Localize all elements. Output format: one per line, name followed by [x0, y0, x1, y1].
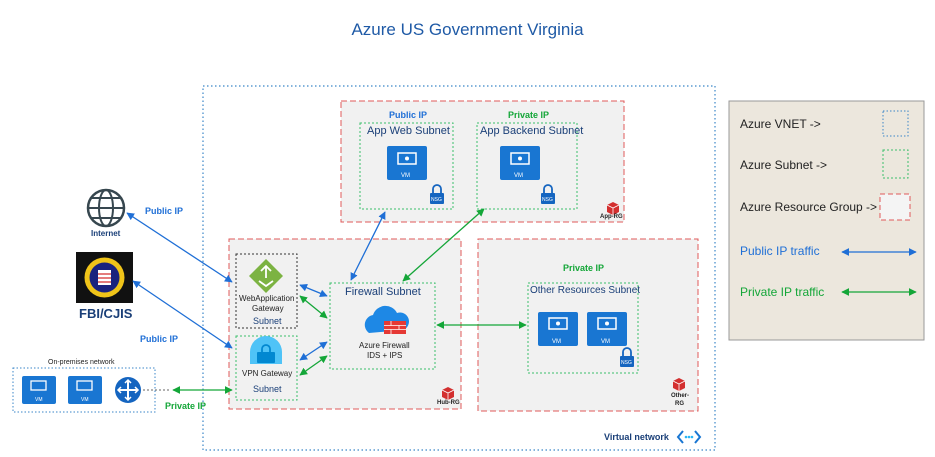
- webapp-gateway-label-line1: WebApplication: [239, 294, 295, 303]
- hub-rg-label: Hub-RG: [437, 400, 460, 406]
- app-rg-label: App-RG: [600, 214, 623, 220]
- vnet-chevrons-icon: [676, 430, 702, 444]
- vpn-gateway-label: VPN Gateway: [242, 369, 293, 378]
- nsg-label: NSG: [542, 197, 553, 203]
- on-prem-private-ip-label: Private IP: [165, 401, 207, 411]
- internet-label: Internet: [91, 229, 121, 238]
- other-private-ip-label: Private IP: [563, 263, 605, 273]
- firewall-cloud-icon: [364, 305, 410, 334]
- app-web-public-ip-label: Public IP: [389, 110, 428, 120]
- legend-rg-label: Azure Resource Group ->: [740, 200, 878, 214]
- waf-gateway-icon: [249, 259, 283, 293]
- app-backend-private-ip-label: Private IP: [508, 110, 550, 120]
- legend-box: [728, 100, 925, 341]
- on-prem-network-label: On-premises network: [48, 359, 115, 366]
- fbi-cjis-label: FBI/CJIS: [79, 306, 133, 321]
- legend-rg-swatch: [879, 193, 911, 221]
- legend-public-traffic-label: Public IP traffic: [740, 244, 820, 258]
- vpn-to-firewall-private-arrow: [299, 355, 328, 376]
- waf-to-firewall-private-arrow: [299, 295, 328, 319]
- nsg-lock-icon: [620, 347, 634, 367]
- firewall-to-app-backend-arrow: [402, 208, 485, 282]
- vpn-subnet-box: [235, 335, 298, 401]
- vm-icon: [587, 312, 627, 346]
- legend-private-traffic-label: Private IP traffic: [740, 285, 825, 299]
- resource-group-cube-icon: [606, 202, 620, 215]
- legend-vnet-label: Azure VNET ->: [740, 117, 821, 131]
- internet-public-ip-label: Public IP: [145, 206, 184, 216]
- app-backend-subnet-label: App Backend Subnet: [480, 125, 584, 137]
- internet-to-waf-arrow: [126, 212, 233, 283]
- firewall-subnet-label: Firewall Subnet: [345, 286, 421, 298]
- vm-icon: [22, 376, 56, 404]
- fbi-seal-icon: [76, 252, 133, 303]
- firewall-to-app-web-arrow: [350, 211, 386, 281]
- resource-group-cube-icon: [672, 378, 686, 391]
- virtual-network-boundary: [202, 85, 716, 451]
- webapp-gateway-label-line2: Gateway: [252, 304, 284, 313]
- vm-label: VM: [35, 397, 43, 403]
- waf-to-firewall-arrow: [299, 284, 328, 297]
- fbi-public-ip-label: Public IP: [140, 334, 179, 344]
- legend-subnet-label: Azure Subnet ->: [740, 158, 828, 172]
- router-icon: [115, 377, 141, 403]
- app-web-subnet-label: App Web Subnet: [367, 125, 450, 137]
- vm-label: VM: [81, 397, 89, 403]
- waf-subnet-box: [235, 253, 298, 329]
- virtual-network-label: Virtual network: [604, 432, 669, 442]
- nsg-lock-icon: [430, 184, 444, 204]
- webapp-subnet-label: Subnet: [253, 316, 282, 326]
- vm-label: VM: [514, 173, 523, 179]
- vm-label: VM: [601, 339, 610, 345]
- resource-group-cube-icon: [441, 387, 455, 400]
- vpn-subnet-label: Subnet: [253, 384, 282, 394]
- vm-icon: [387, 146, 427, 180]
- vm-label: VM: [552, 339, 561, 345]
- globe-icon: [86, 188, 126, 228]
- vm-icon: [538, 312, 578, 346]
- vm-icon: [68, 376, 102, 404]
- nsg-label: NSG: [431, 197, 442, 203]
- legend-subnet-swatch: [882, 149, 909, 179]
- app-backend-subnet-box: [476, 122, 578, 210]
- other-rg-label-line2: RG: [675, 401, 684, 407]
- other-rg-label-line1: Other-: [671, 393, 689, 399]
- other-resources-subnet-label: Other Resources Subnet: [530, 285, 641, 296]
- firewall-subnet-box: [329, 282, 436, 370]
- vm-icon: [500, 146, 540, 180]
- fbi-to-vpn-arrow: [132, 280, 233, 349]
- legend-vnet-swatch: [882, 110, 909, 137]
- vm-label: VM: [401, 173, 410, 179]
- app-rg-box: [340, 100, 625, 223]
- nsg-label: NSG: [621, 360, 632, 366]
- nsg-lock-icon: [541, 184, 555, 204]
- diagram-title: Azure US Government Virginia: [351, 20, 584, 39]
- vpn-gateway-icon: [250, 336, 282, 364]
- azure-firewall-label: Azure Firewall: [359, 341, 410, 350]
- ids-ips-label: IDS + IPS: [367, 351, 403, 360]
